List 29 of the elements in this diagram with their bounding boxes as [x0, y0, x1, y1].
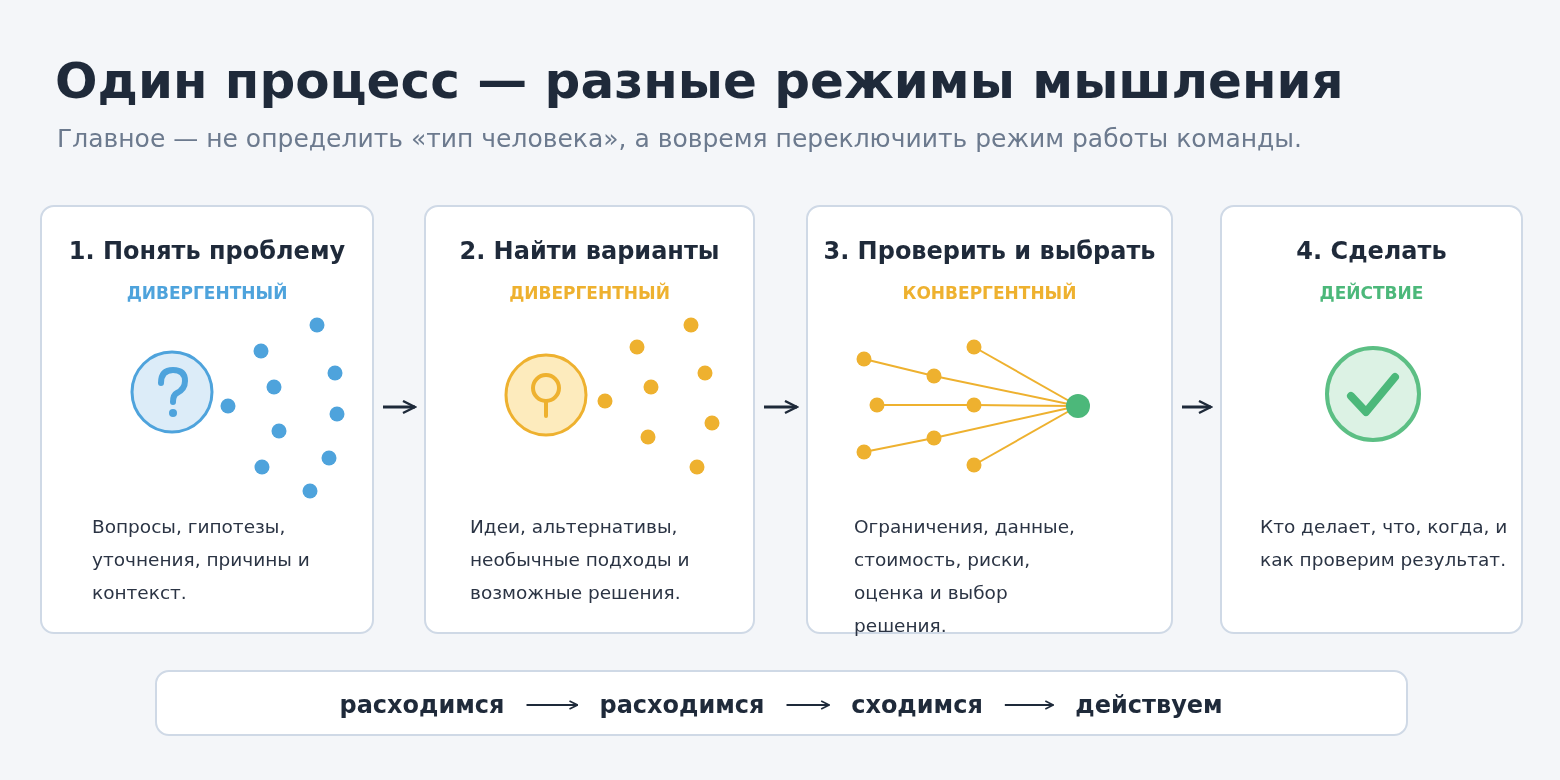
step-heading: 1. Понять проблему	[68, 237, 346, 265]
arrow	[1182, 399, 1213, 415]
step-word: действуем	[1075, 691, 1223, 719]
step-word: сходимся	[851, 691, 983, 719]
arrow	[764, 399, 799, 415]
step-heading: 2. Найти варианты	[459, 237, 720, 265]
arrow	[383, 399, 417, 415]
step-card	[806, 205, 1173, 634]
summary-bar	[155, 670, 1408, 736]
step-description: Вопросы, гипотезы, уточнения, причины и контекст.	[92, 515, 311, 605]
arrow	[1003, 700, 1055, 710]
mode-label: ДИВЕРГЕНТНЫЙ	[126, 283, 288, 303]
step-heading: 4. Сделать	[1296, 237, 1447, 265]
mode-label: ДИВЕРГЕНТНЫЙ	[509, 283, 670, 303]
step-description: Ограничения, данные, стоимость, риски, оценка и выбор решения.	[854, 515, 1076, 638]
arrow	[525, 700, 579, 710]
step-description: Идеи, альтернативы, необычные подходы и возможные решения.	[470, 515, 691, 605]
step-card	[1220, 205, 1523, 634]
step-card	[424, 205, 755, 634]
step-word: расходимся	[339, 691, 505, 719]
mode-label: ДЕЙСТВИЕ	[1319, 283, 1424, 303]
subtitle: Главное — не определить «тип человека», а вовремя переключиить режим работы команды.	[57, 124, 1303, 153]
step-card	[40, 205, 374, 634]
step-description: Кто делает, что, когда, и как проверим результат.	[1260, 515, 1509, 572]
arrow	[785, 700, 831, 710]
step-word: расходимся	[599, 691, 765, 719]
step-heading: 3. Проверить и выбрать	[823, 237, 1156, 265]
title: Один процесс — разные режимы мышления	[55, 52, 1344, 110]
mode-label: КОНВЕРГЕНТНЫЙ	[902, 283, 1077, 303]
